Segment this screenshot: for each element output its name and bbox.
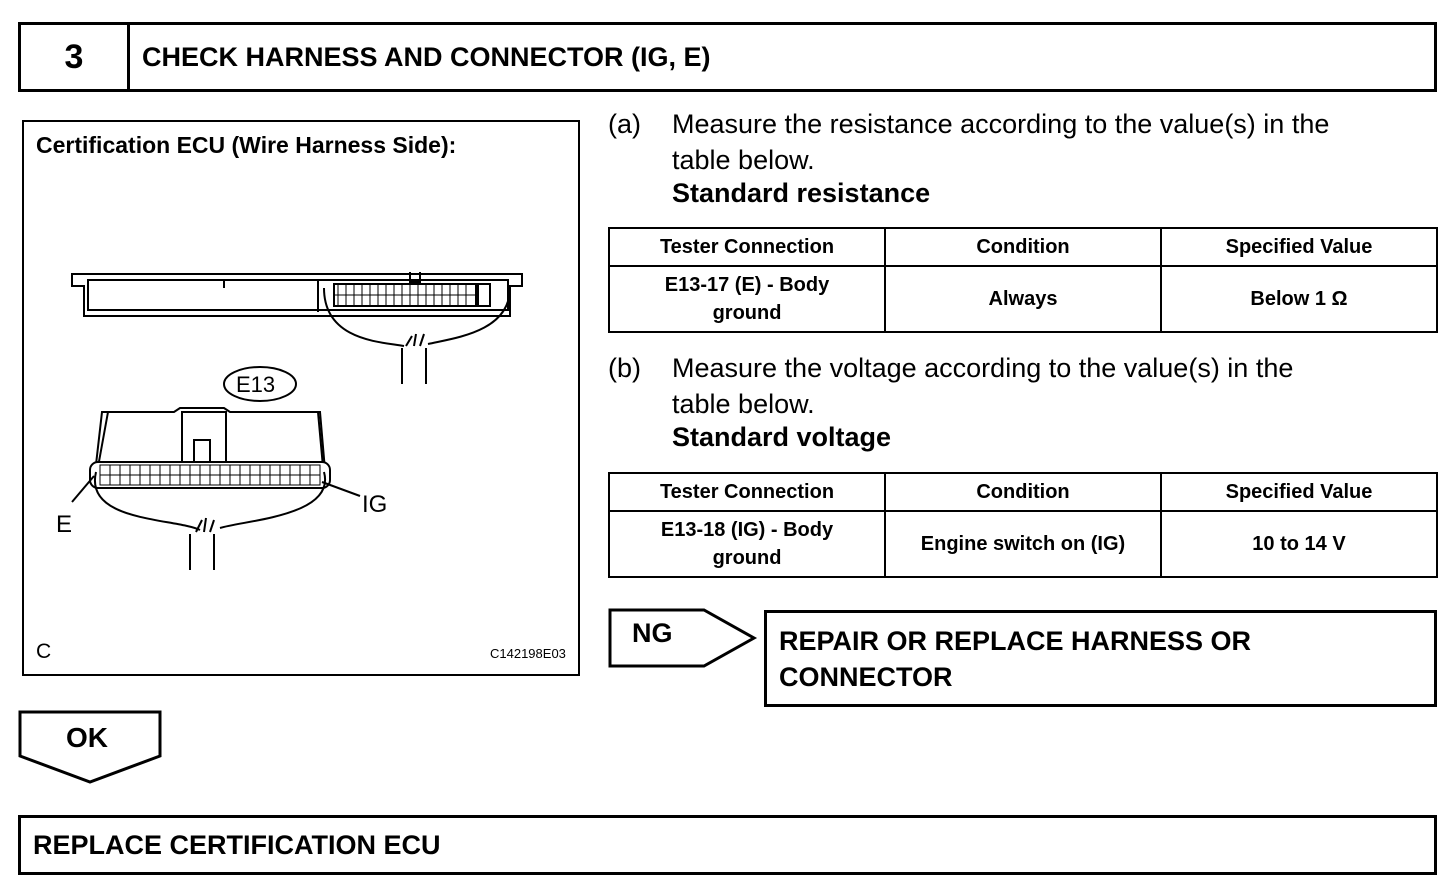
final-action-box: REPLACE CERTIFICATION ECU xyxy=(18,815,1437,875)
ng-result-line2: CONNECTOR xyxy=(779,662,953,692)
resistance-table: Tester Connection Condition Specified Va… xyxy=(608,227,1438,333)
header-tester-connection: Tester Connection xyxy=(608,472,886,512)
table-row: E13-17 (E) - Body ground Always Below 1 … xyxy=(608,265,1438,333)
pin-label-ig: IG xyxy=(362,491,387,518)
ng-arrow-icon xyxy=(608,608,758,668)
instruction-a-line1: Measure the resistance according to the … xyxy=(672,109,1330,139)
ok-arrow-icon xyxy=(18,710,162,784)
ok-label: OK xyxy=(66,722,108,753)
connector-code-label: E13 xyxy=(236,372,275,397)
cell-specified-value: 10 to 14 V xyxy=(1160,510,1438,578)
cell-specified-value: Below 1 Ω xyxy=(1160,265,1438,333)
ng-result-line1: REPAIR OR REPLACE HARNESS OR xyxy=(779,626,1252,656)
ng-label: NG xyxy=(632,618,673,648)
instruction-b-letter: (b) xyxy=(608,353,641,383)
step-title: CHECK HARNESS AND CONNECTOR (IG, E) xyxy=(127,22,1437,92)
header-specified-value: Specified Value xyxy=(1160,227,1438,267)
instruction-a-letter: (a) xyxy=(608,109,641,139)
step-number: 3 xyxy=(18,22,130,92)
figure-title: Certification ECU (Wire Harness Side): xyxy=(36,132,457,158)
header-specified-value: Specified Value xyxy=(1160,472,1438,512)
instruction-a-line2: table below. xyxy=(672,145,815,175)
header-tester-connection: Tester Connection xyxy=(608,227,886,267)
instruction-b-line2: table below. xyxy=(672,389,815,419)
table-header-row: Tester Connection Condition Specified Va… xyxy=(608,227,1438,267)
cell-condition: Engine switch on (IG) xyxy=(884,510,1162,578)
header-condition: Condition xyxy=(884,472,1162,512)
ng-result-box: REPAIR OR REPLACE HARNESS OR CONNECTOR xyxy=(764,610,1437,707)
voltage-table: Tester Connection Condition Specified Va… xyxy=(608,472,1438,578)
cell-tester-connection: E13-18 (IG) - Body ground xyxy=(608,510,886,578)
figure-image-code: C142198E03 xyxy=(490,646,566,661)
pin-label-e: E xyxy=(56,511,72,538)
connector-diagram: E13 E IG xyxy=(56,272,523,570)
connector-figure: Certification ECU (Wire Harness Side): xyxy=(22,120,580,676)
standard-voltage-heading: Standard voltage xyxy=(672,422,892,452)
table-header-row: Tester Connection Condition Specified Va… xyxy=(608,472,1438,512)
standard-resistance-heading: Standard resistance xyxy=(672,178,931,208)
header-condition: Condition xyxy=(884,227,1162,267)
table-row: E13-18 (IG) - Body ground Engine switch … xyxy=(608,510,1438,578)
instruction-b-line1: Measure the voltage according to the val… xyxy=(672,353,1294,383)
cell-tester-connection: E13-17 (E) - Body ground xyxy=(608,265,886,333)
cell-condition: Always xyxy=(884,265,1162,333)
figure-corner-label: C xyxy=(36,640,52,663)
